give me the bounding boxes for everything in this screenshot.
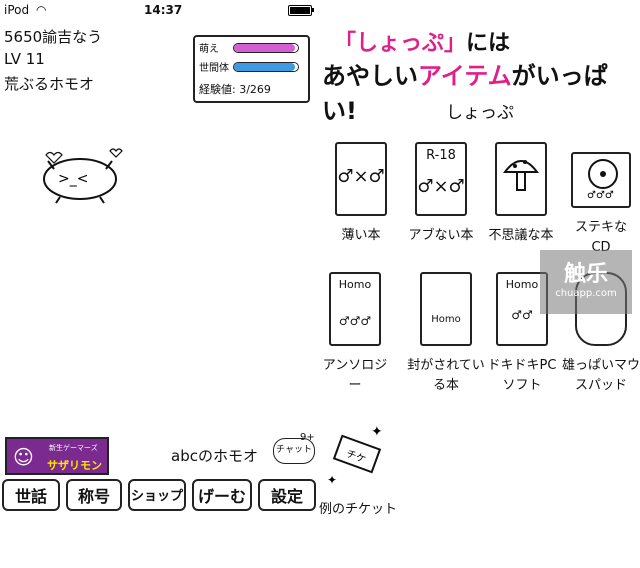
nav-settings-button[interactable]: 設定 (258, 479, 316, 511)
shop-item[interactable]: ♂×♂ 薄い本 (326, 142, 396, 246)
chat-badge: 9+ (300, 432, 315, 443)
shop-item[interactable]: チケ ✦ ✦ 例のチケット (318, 420, 398, 520)
shop-item[interactable]: 不思議な本 (486, 142, 556, 246)
moe-label: 萌え (199, 44, 219, 55)
banner-line-1: 「しょっぷ」には (334, 25, 510, 57)
moe-bar (233, 43, 299, 53)
mushroom-book-icon (495, 142, 547, 216)
shop-item[interactable]: ♂♂♂ ステキなCD (566, 142, 636, 258)
banner-ippai: がいっぱい! (322, 62, 608, 125)
player-name: abcのホモオ (171, 447, 258, 465)
banner-line-2: あやしいアイテムがいっぱい! (322, 56, 640, 126)
game-logo: 新生ゲーマーズ サザリモン ☺ (5, 437, 109, 475)
player-id: 5650諭吉なう (4, 28, 103, 46)
banner-shop-word: 「しょっぷ」 (334, 31, 467, 56)
svg-text:♂♂♂: ♂♂♂ (587, 190, 614, 201)
reputation-bar (233, 62, 299, 72)
wifi-icon: ◠ (36, 3, 47, 17)
item-label: 雄っぱいマウ スパッド (562, 358, 640, 393)
banner-niwa: には (466, 31, 511, 56)
reputation-label: 世間体 (199, 63, 229, 74)
cat-logo-icon: ☺ (13, 445, 34, 469)
shop-item[interactable]: R-18♂×♂ アブない本 (406, 142, 476, 246)
sealed-book-icon: Homo (420, 272, 472, 346)
nav-shop-button[interactable]: ショップ (128, 479, 186, 511)
experience-text: 経験値: 3/269 (199, 83, 271, 96)
shop-item[interactable]: Homo♂♂ ドキドキPC ソフト (484, 272, 560, 396)
chat-button[interactable]: チャット (273, 438, 315, 464)
battery-icon (288, 5, 312, 16)
cd-icon: ♂♂♂ (571, 152, 631, 208)
thin-book-icon: ♂×♂ (335, 142, 387, 216)
item-label: 封がされてい る本 (407, 358, 485, 393)
pc-software-icon: Homo♂♂ (496, 272, 548, 346)
item-label: 薄い本 (341, 228, 381, 243)
anthology-icon: Homo♂♂♂ (329, 272, 381, 346)
logo-subtitle: 新生ゲーマーズ (49, 444, 98, 452)
nav-title-button[interactable]: 称号 (66, 479, 122, 511)
nav-care-button[interactable]: 世話 (2, 479, 60, 511)
stats-panel: 萌え 世間体 経験値: 3/269 (193, 35, 310, 103)
watermark-main: 触乐 (563, 262, 608, 287)
watermark-sub: chuapp.com (555, 288, 617, 299)
item-label: 不思議な本 (488, 228, 554, 243)
shop-item[interactable]: Homo 封がされてい る本 (404, 272, 488, 396)
clock: 14:37 (144, 3, 183, 17)
item-label: アブない本 (408, 228, 474, 243)
status-bar: iPod ◠ 14:37 (0, 0, 320, 20)
player-title: 荒ぶるホモオ (4, 75, 95, 93)
item-label: アンソロジー (322, 358, 388, 393)
banner-item-word: アイテム (418, 62, 512, 90)
svg-text:✦: ✦ (327, 473, 337, 487)
item-label: ドキドキPC ソフト (487, 358, 557, 393)
svg-text:✦: ✦ (371, 424, 383, 440)
shop-title: しょっぷ (446, 103, 514, 123)
banner-ayashii: あやしい (322, 62, 418, 90)
logo-title: サザリモン (47, 459, 102, 472)
pet-character[interactable]: >_< (40, 147, 130, 207)
nav-game-button[interactable]: げーむ (192, 479, 252, 511)
battery-tip (312, 8, 314, 12)
r18-book-icon: R-18♂×♂ (415, 142, 467, 216)
carrier-label: iPod (4, 3, 30, 17)
ticket-icon: チケ ✦ ✦ (327, 424, 383, 487)
svg-text:>_<: >_< (58, 171, 88, 187)
player-level: LV 11 (4, 50, 45, 68)
shop-item[interactable]: Homo♂♂♂ アンソロジー (320, 272, 390, 396)
item-label: 例のチケット (318, 502, 397, 517)
watermark: 触乐 chuapp.com (540, 250, 632, 314)
